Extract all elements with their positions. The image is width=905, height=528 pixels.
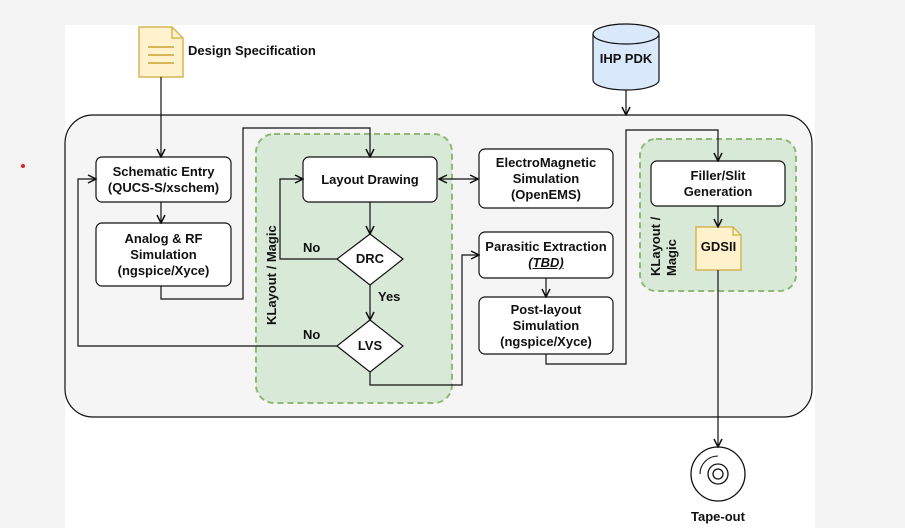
layout-drawing-label: Layout Drawing (321, 171, 419, 187)
edge-lvs-no (77, 179, 337, 347)
edge-lvs-parasitic (369, 255, 478, 386)
schematic-entry-label: Schematic Entry(QUCS-S/xschem) (107, 163, 220, 195)
lvs-no-label: No (303, 327, 321, 342)
edge-sim-layout (160, 127, 370, 300)
em-sim-box (478, 148, 614, 209)
disc-icon (690, 446, 746, 502)
tapeout-label: Tape-out (691, 509, 745, 524)
parasitic-label: Parasitic Extraction(TBD) (485, 239, 607, 270)
drc-no-label: No (303, 240, 321, 255)
drc-yes-label: Yes (378, 289, 401, 304)
design-spec-label: Design Specification (188, 43, 316, 58)
drc-label: DRC (355, 251, 385, 266)
pdk-label: IHP PDK (599, 51, 653, 66)
gdsii-label: GDSII (700, 239, 737, 254)
accent-dot (21, 164, 25, 168)
layout-tool-label: KLayout / Magic (264, 225, 279, 325)
gdsii-document-icon (695, 226, 742, 271)
edge-post-filler (545, 129, 718, 365)
filler-tool-label-line1: KLayout / (648, 216, 663, 276)
document-icon (138, 26, 184, 78)
filler-tool-label-line2: Magic (664, 239, 679, 276)
lvs-label: LVS (357, 338, 383, 353)
edge-drc-no (279, 179, 337, 260)
filler-tool-label: KLayout / Magic (648, 217, 680, 276)
